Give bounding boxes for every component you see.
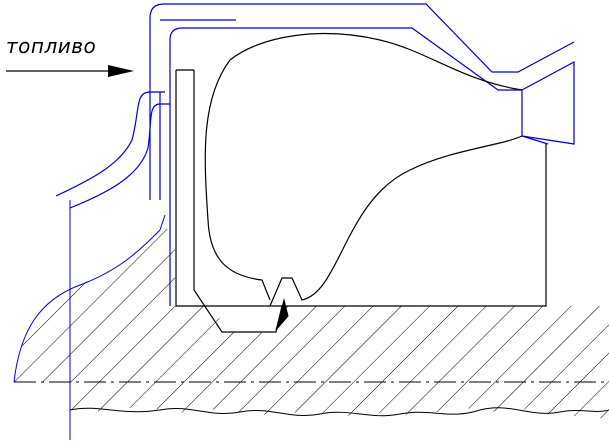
fuel-label: топливо xyxy=(6,34,97,58)
fuel-pipe-inner xyxy=(69,103,170,209)
nozzle xyxy=(521,60,575,145)
fuel-pipe-outer xyxy=(55,91,165,197)
nozzle-lip xyxy=(521,135,549,145)
hatched-section xyxy=(14,228,609,420)
flame-tube-inner xyxy=(204,33,523,301)
outer-casing xyxy=(149,3,575,200)
body-outline xyxy=(13,214,166,383)
flame-tube-contour xyxy=(269,135,523,307)
break-line xyxy=(69,407,609,417)
chamber-box xyxy=(175,70,547,307)
inner-casing-slope xyxy=(200,27,522,91)
inner-casing xyxy=(169,27,200,306)
fuel-arrow-head xyxy=(108,65,134,77)
injector-arrow xyxy=(275,298,289,331)
